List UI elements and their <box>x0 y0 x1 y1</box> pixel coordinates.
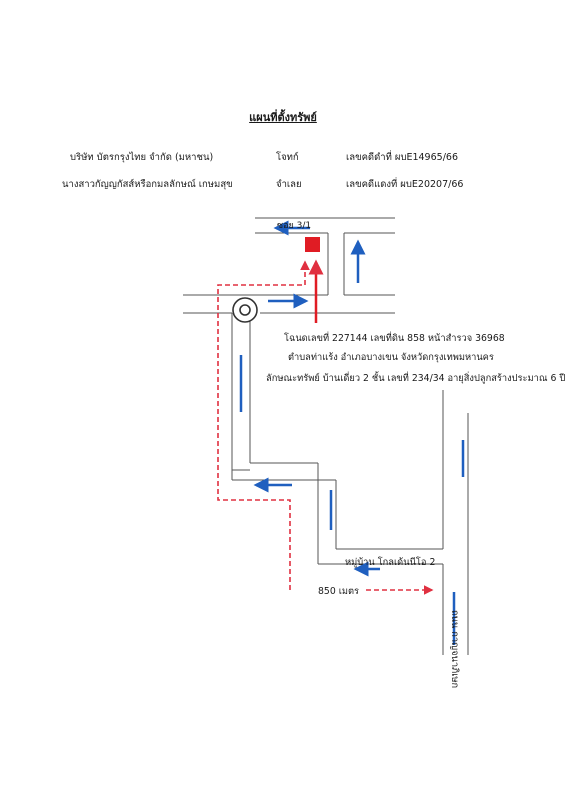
highway-label: ถนน กาญจนาภิเษก <box>449 610 460 688</box>
defendant-name: นางสาวกัญญกัสส์หรือกมลลักษณ์ เกษมสุข <box>62 179 233 190</box>
property-info-line-2: ตำบลท่าแร้ง อำเภอบางเขน จังหวัดกรุงเทพมห… <box>288 352 494 363</box>
road-outlines <box>183 217 469 655</box>
property-info-line-3: ลักษณะทรัพย์ บ้านเดี่ยว 2 ชั้น เลขที่ 23… <box>266 371 565 384</box>
route-to-property <box>217 260 310 590</box>
roundabout-inner <box>239 304 251 316</box>
soi-label: ซอย 3/1 <box>277 221 311 231</box>
distance-label: 850 เมตร <box>318 586 359 597</box>
plaintiff-role: โจทก์ <box>276 152 299 163</box>
village-label: หมู่บ้าน โกลเด้นนีโอ 2 <box>345 556 435 568</box>
plaintiff-case-number: เลขคดีดำที่ ผบE14965/66 <box>346 152 458 163</box>
document-title: แผนที่ตั้งทรัพย์ <box>249 111 317 124</box>
defendant-case-number: เลขคดีแดงที่ ผบE20207/66 <box>346 179 464 190</box>
property-info-line-1: โฉนดเลขที่ 227144 เลขที่ดิน 858 หน้าสำรว… <box>284 331 505 344</box>
defendant-role: จำเลย <box>276 179 302 190</box>
property-marker <box>305 237 320 252</box>
plaintiff-name: บริษัท บัตรกรุงไทย จำกัด (มหาชน) <box>70 152 214 163</box>
